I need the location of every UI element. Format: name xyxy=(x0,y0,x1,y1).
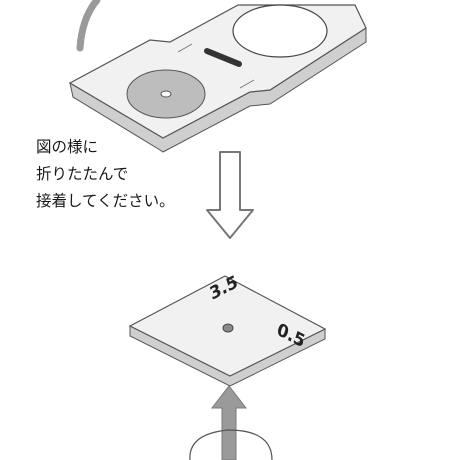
center-hole xyxy=(222,323,234,333)
instruction-line: 図の様に xyxy=(36,138,99,156)
hole xyxy=(232,4,328,58)
up-arrow-icon xyxy=(210,385,248,460)
base-ring xyxy=(189,429,273,460)
slot xyxy=(204,48,242,67)
instruction-text: 図の様に 折りたたんで 接着してください。 xyxy=(36,134,206,215)
instruction-line: 折りたたんで xyxy=(36,165,129,183)
curved-arrow-icon xyxy=(76,0,101,52)
folded-plate: 3.5 0.5 xyxy=(128,272,327,387)
down-arrow-icon xyxy=(206,151,254,239)
instruction-line: 接着してください。 xyxy=(36,192,175,210)
disc xyxy=(126,69,206,119)
unfolded-card xyxy=(68,4,367,153)
